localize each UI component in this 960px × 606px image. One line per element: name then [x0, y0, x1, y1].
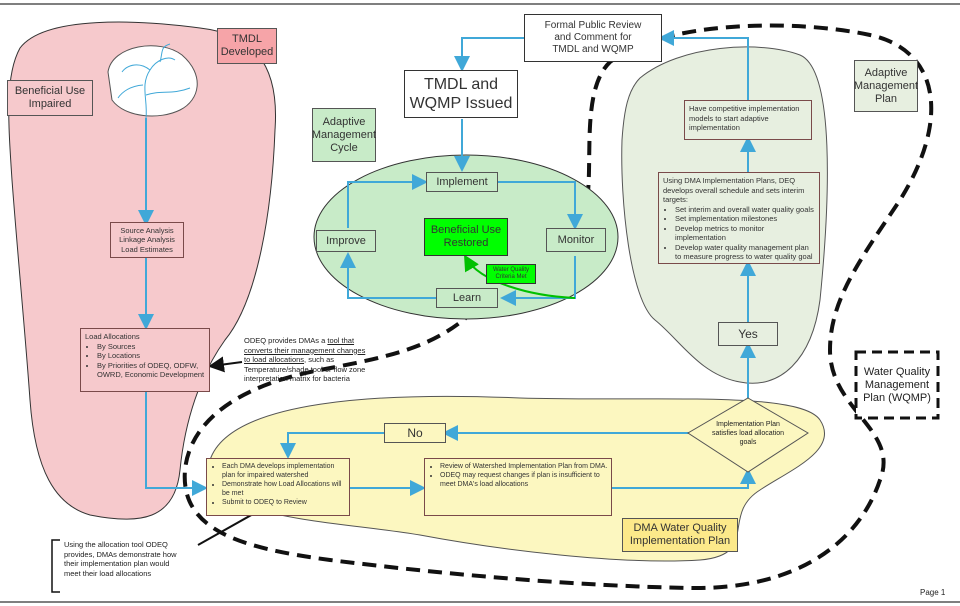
- list-item: By Priorities of ODEQ, ODFW, OWRD, Econo…: [97, 361, 205, 380]
- list-item: Submit to ODEQ to Review: [222, 498, 346, 507]
- criteria-met-arrow: [463, 254, 576, 299]
- competitive-models-box: Have competitive implementation models t…: [684, 100, 812, 140]
- implement-node: Implement: [426, 172, 498, 192]
- allocation-tool-note: Using the allocation tool ODEQ provides,…: [64, 540, 177, 578]
- tmdl-wqmp-issued-box: TMDL and WQMP Issued: [404, 70, 518, 118]
- decision-diamond: [687, 397, 809, 473]
- beneficial-use-impaired-label: Beneficial Use Impaired: [7, 80, 93, 116]
- river-lines: [117, 43, 191, 119]
- satisfies-goals-text: Implementation Plan satisfies load alloc…: [712, 420, 784, 446]
- wqmp-label: Water Quality Management Plan (WQMP): [863, 365, 931, 404]
- odeq-tool-underlined: tool that converts their management chan…: [244, 336, 366, 364]
- list-item: By Locations: [97, 351, 205, 361]
- review-box: Review of Watershed Implementation Plan …: [424, 458, 612, 516]
- source-analysis-box: Source Analysis Linkage Analysis Load Es…: [110, 222, 184, 258]
- learn-node: Learn: [436, 288, 498, 308]
- list-item: Develop water quality management plan to…: [675, 243, 815, 262]
- odeq-tool-suffix: , such as Temperature/shade tool or flow…: [244, 355, 366, 383]
- note-brace: [51, 539, 60, 593]
- list-item: ODEQ may request changes if plan is insu…: [440, 471, 608, 489]
- list-item: By Sources: [97, 342, 205, 352]
- wqmp-label-box: [854, 350, 940, 420]
- load-allocations-list: By Sources By Locations By Priorities of…: [85, 342, 205, 380]
- odeq-tool-note: ODEQ provides DMAs a tool that converts …: [244, 336, 372, 384]
- watershed-outline: [107, 45, 198, 117]
- schedule-box: Using DMA Implementation Plans, DEQ deve…: [658, 172, 820, 264]
- list-item: Each DMA develops implementation plan fo…: [222, 462, 346, 480]
- list-item: Review of Watershed Implementation Plan …: [440, 462, 608, 471]
- odeq-tool-prefix: ODEQ provides DMAs a: [244, 336, 328, 345]
- load-allocations-box: Load Allocations By Sources By Locations…: [80, 328, 210, 392]
- dma-wq-plan-label: DMA Water Quality Implementation Plan: [622, 518, 738, 552]
- dma-develops-plan-box: Each DMA develops implementation plan fo…: [206, 458, 350, 516]
- criteria-met-box: Water Quality Criteria Met: [486, 264, 536, 284]
- yes-box: Yes: [718, 322, 778, 346]
- improve-node: Improve: [316, 230, 376, 252]
- schedule-intro: Using DMA Implementation Plans, DEQ deve…: [663, 176, 805, 204]
- schedule-list: Set interim and overall water quality go…: [663, 205, 815, 262]
- review-list: Review of Watershed Implementation Plan …: [428, 462, 608, 489]
- tmdl-developed-label: TMDL Developed: [217, 28, 277, 64]
- formal-review-box: Formal Public Review and Comment for TMD…: [524, 14, 662, 62]
- beneficial-use-restored-box: Beneficial Use Restored: [424, 218, 508, 256]
- page-number: Page 1: [920, 588, 946, 597]
- adaptive-plan-label: Adaptive Management Plan: [854, 60, 918, 112]
- list-item: Develop metrics to monitor implementatio…: [675, 224, 815, 243]
- list-item: Set implementation milestones: [675, 214, 815, 224]
- adaptive-cycle-label: Adaptive Management Cycle: [312, 108, 376, 162]
- no-box: No: [384, 423, 446, 443]
- list-item: Demonstrate how Load Allocations will be…: [222, 480, 346, 498]
- load-allocations-title: Load Allocations: [85, 332, 140, 341]
- monitor-node: Monitor: [546, 228, 606, 252]
- dma-develops-list: Each DMA develops implementation plan fo…: [210, 462, 346, 507]
- list-item: Set interim and overall water quality go…: [675, 205, 815, 215]
